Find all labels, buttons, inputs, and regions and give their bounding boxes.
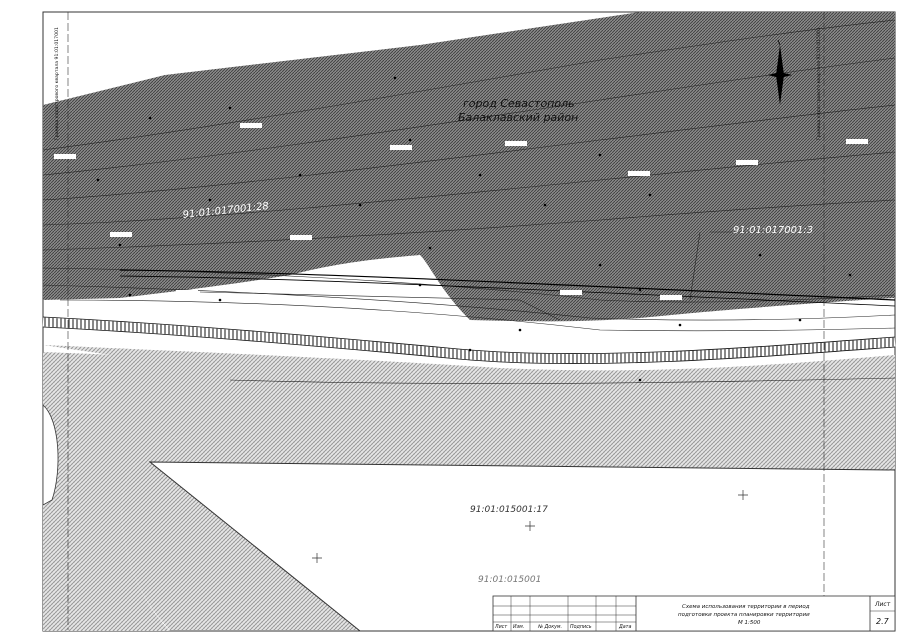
parcel-label-south-block: 91:01:015001 [478, 575, 541, 585]
tb-header-date: Дата [618, 624, 631, 630]
tb-header-sheet: Лист [494, 624, 507, 630]
drawing-title-line1: Схема использования территории в период [682, 604, 810, 610]
survey-points [96, 76, 852, 382]
cross-markers [312, 490, 748, 563]
parcel-label-north-right: 91:01:017001:3 [733, 225, 813, 236]
north-arrow-icon [768, 39, 792, 105]
zone-road-lower [43, 345, 895, 631]
tb-header-doc: № Докум. [537, 624, 562, 630]
margin-note-left: Граница кадастрового квартала 91:01:0170… [54, 27, 60, 140]
district-name-label: Балаклавский район [458, 111, 578, 124]
parcel-label-south-main: 91:01:015001:17 [470, 505, 548, 515]
margin-note-right: Граница кадастрового квартала 91:01:0150… [816, 27, 822, 140]
railway-track [42, 317, 896, 364]
sheet-number: 2.7 [876, 617, 890, 626]
left-pocket [42, 404, 59, 506]
tb-header-change: Изм. [513, 624, 524, 630]
title-block: Лист Изм. № Докум. Подпись Дата Схема ис… [492, 595, 896, 632]
tb-header-sign: Подпись [570, 624, 592, 630]
drawing-title-line2: подготовки проекта планировки территории [678, 612, 810, 618]
contour-lines [42, 19, 896, 384]
sheet-label: Лист [874, 601, 891, 608]
zone-north-hatched [43, 12, 895, 322]
city-name-label: город Севастополь [463, 97, 575, 110]
label-patches [54, 123, 868, 300]
drawing-scale: М 1:500 [738, 620, 761, 626]
railway-track-edge-2 [42, 326, 896, 364]
